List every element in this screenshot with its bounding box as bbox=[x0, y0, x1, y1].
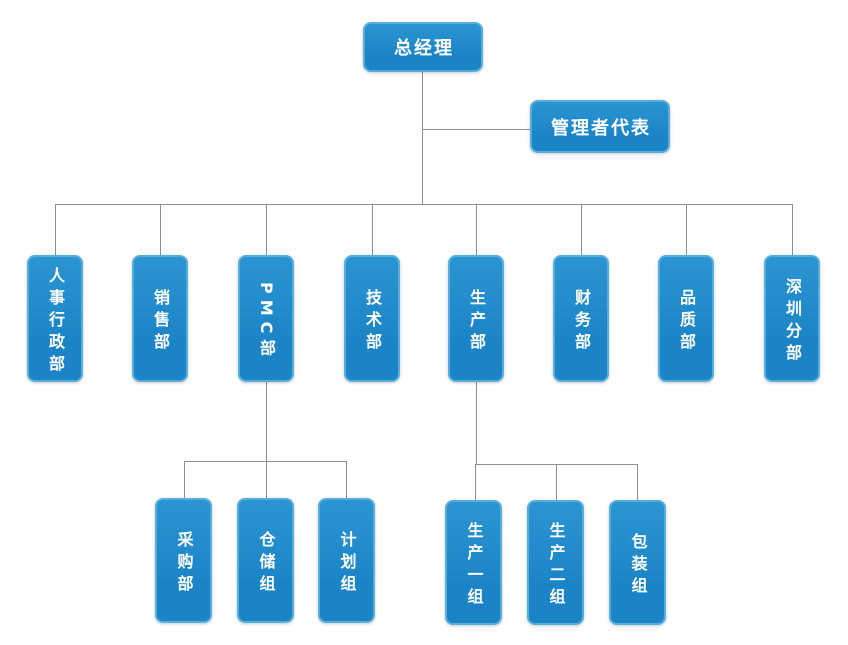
connector-drop bbox=[792, 204, 793, 255]
node-label: 生产一组 bbox=[464, 521, 484, 610]
node-label: 深圳分部 bbox=[783, 277, 802, 366]
connector-drop bbox=[637, 464, 638, 500]
node-pmc-dept[interactable]: PMC部 bbox=[238, 255, 294, 382]
node-production-dept[interactable]: 生产部 bbox=[448, 255, 504, 382]
node-label: 包装组 bbox=[628, 532, 648, 599]
connector-drop bbox=[160, 204, 161, 255]
connector-drop bbox=[184, 461, 185, 498]
node-hr-admin-dept[interactable]: 人事行政部 bbox=[27, 255, 83, 382]
node-sales-dept[interactable]: 销售部 bbox=[132, 255, 188, 382]
connector-drop bbox=[476, 204, 477, 255]
connector-pmc-stem bbox=[266, 382, 267, 461]
node-finance-dept[interactable]: 财务部 bbox=[553, 255, 609, 382]
node-label: 采购部 bbox=[174, 530, 194, 597]
connector-drop bbox=[475, 464, 476, 500]
node-planning-group[interactable]: 计划组 bbox=[318, 498, 375, 623]
connector-level2-bus bbox=[55, 204, 792, 205]
connector-drop bbox=[55, 204, 56, 255]
node-production-team-2[interactable]: 生产二组 bbox=[527, 500, 584, 625]
node-tech-dept[interactable]: 技术部 bbox=[344, 255, 400, 382]
node-label: 生产部 bbox=[467, 288, 486, 355]
connector-drop bbox=[266, 204, 267, 255]
node-label: 总经理 bbox=[394, 38, 454, 59]
node-purchasing-dept[interactable]: 采购部 bbox=[155, 498, 212, 623]
node-label: 仓储组 bbox=[256, 530, 276, 597]
connector-root-trunk bbox=[422, 72, 423, 204]
node-label: 计划组 bbox=[337, 530, 357, 597]
node-shenzhen-branch[interactable]: 深圳分部 bbox=[764, 255, 820, 382]
node-packaging-group[interactable]: 包装组 bbox=[609, 500, 666, 625]
connector-drop bbox=[266, 461, 267, 498]
node-general-manager[interactable]: 总经理 bbox=[363, 22, 483, 72]
node-label: 品质部 bbox=[677, 288, 696, 355]
connector-production-stem bbox=[476, 382, 477, 464]
connector-drop bbox=[372, 204, 373, 255]
node-label: 人事行政部 bbox=[46, 266, 65, 377]
connector-drop bbox=[346, 461, 347, 498]
node-label: 管理者代表 bbox=[551, 117, 651, 139]
node-management-representative[interactable]: 管理者代表 bbox=[530, 100, 670, 153]
connector-pmc-bus bbox=[184, 461, 347, 462]
node-label: 生产二组 bbox=[546, 521, 566, 610]
connector-drop bbox=[556, 464, 557, 500]
node-label: 技术部 bbox=[363, 288, 382, 355]
connector-drop bbox=[581, 204, 582, 255]
node-label: 财务部 bbox=[572, 288, 591, 355]
connector-drop bbox=[686, 204, 687, 255]
connector-assistant-branch bbox=[422, 129, 530, 130]
node-label: 销售部 bbox=[151, 288, 170, 355]
node-quality-dept[interactable]: 品质部 bbox=[658, 255, 714, 382]
node-label: PMC部 bbox=[257, 281, 276, 362]
node-warehouse-group[interactable]: 仓储组 bbox=[237, 498, 294, 623]
node-production-team-1[interactable]: 生产一组 bbox=[445, 500, 502, 625]
